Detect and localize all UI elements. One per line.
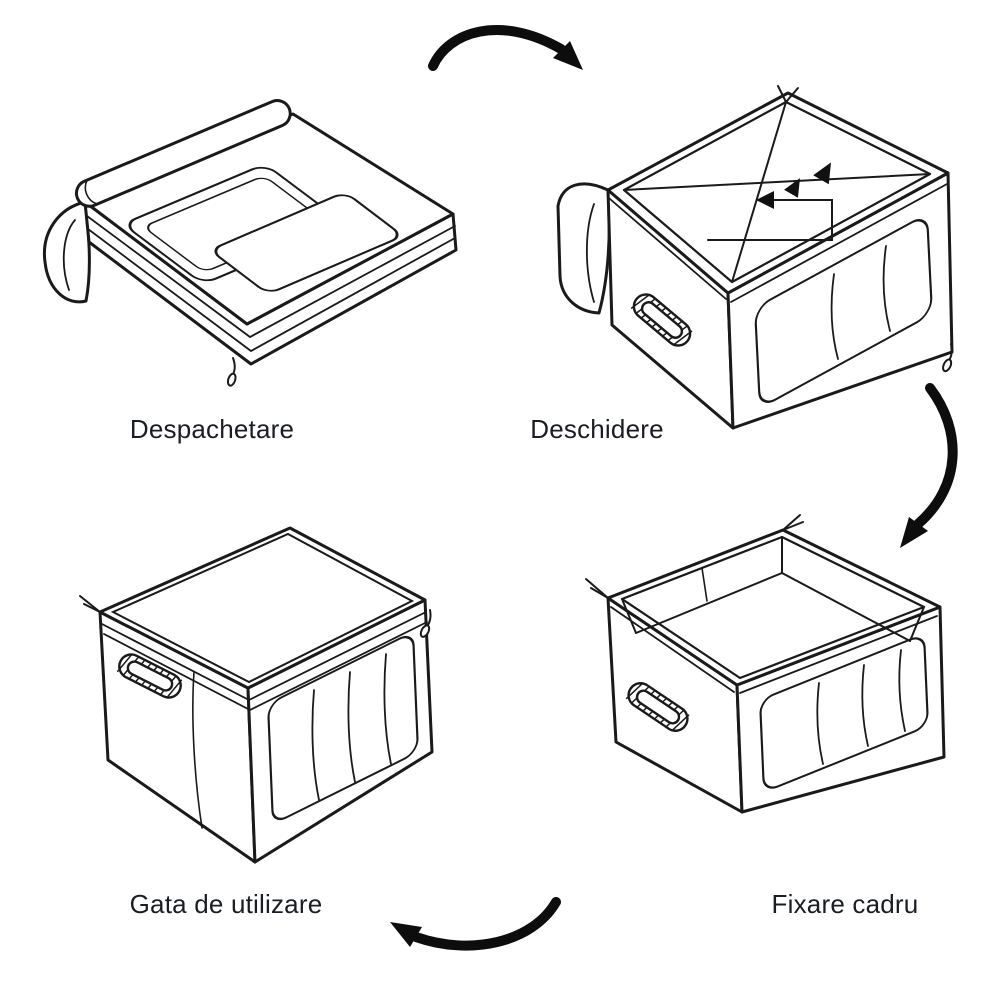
lid-zipper (101, 611, 428, 712)
closed-box-illustration (79, 526, 439, 864)
corner-string (585, 514, 804, 599)
corner-string (79, 595, 101, 613)
top-rim-outer (606, 91, 950, 295)
step-label-despachetare: Despachetare (129, 414, 295, 444)
lid-seam (110, 532, 415, 684)
window-panel (267, 635, 419, 821)
step-label-gata-de-utilizare: Gata de utilizare (129, 889, 323, 919)
side-flap (556, 182, 611, 315)
folded-box-illustration (42, 99, 458, 388)
window-panel (759, 637, 929, 789)
arrow-step1-to-step2-icon (428, 25, 583, 71)
stitched-panel-right (214, 194, 399, 292)
interior-walls (621, 536, 925, 642)
arrow-step3-to-step4-icon (390, 897, 561, 951)
pull-up-arrow-icon (784, 178, 800, 198)
rolled-edge (74, 99, 292, 208)
pull-up-arrow-icon (813, 162, 831, 185)
step-label-deschidere: Deschidere (530, 414, 664, 444)
steel-frame-wires (623, 85, 931, 283)
opening-box-illustration (556, 85, 961, 430)
side-flap (42, 200, 91, 304)
pull-left-arrow-icon (756, 191, 774, 209)
step-label-fixare-cadru: Fixare cadru (771, 889, 919, 919)
open-box-illustration (585, 514, 946, 814)
zipper-pull-icon (223, 357, 243, 388)
window-panel (754, 219, 933, 403)
